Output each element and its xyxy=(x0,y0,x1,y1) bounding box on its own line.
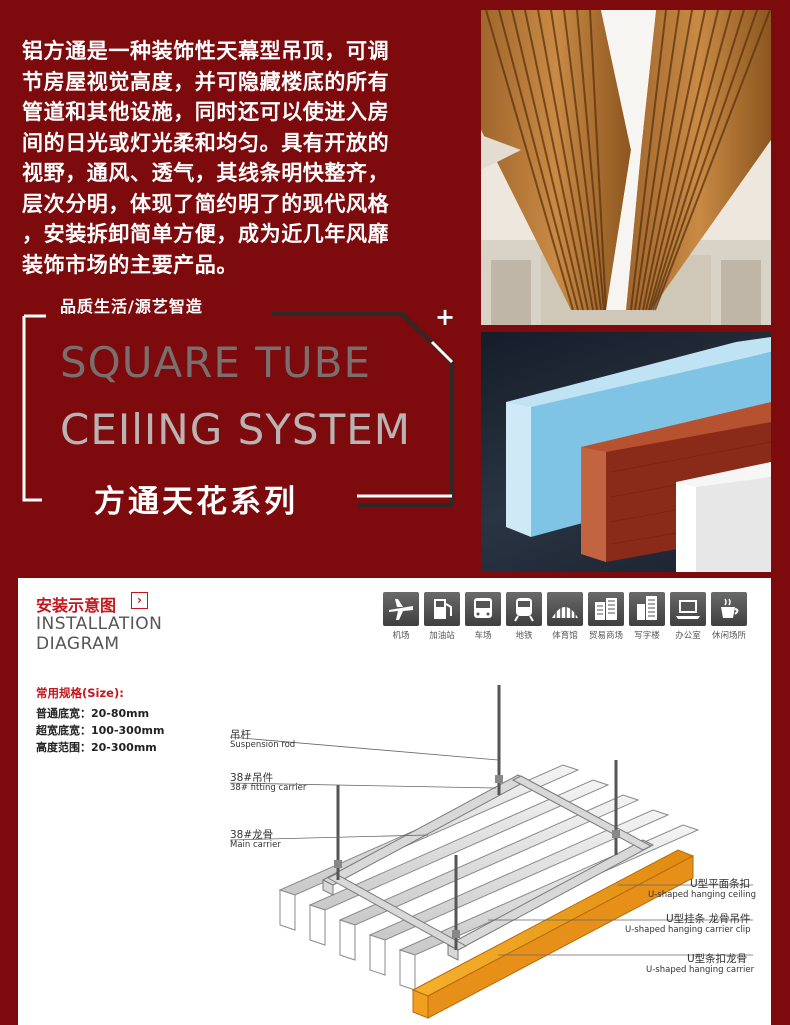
label-uceil-cn: U型平面条扣 xyxy=(690,878,751,890)
laptop-icon xyxy=(670,592,706,626)
hero-subtitle: 方通天花系列 xyxy=(82,476,310,521)
office-tower-icon xyxy=(629,592,665,626)
venue-label: 贸易商场 xyxy=(588,631,623,641)
intro-line: 视野，通风、透气，其线条明快整齐， xyxy=(22,161,390,185)
hero-title-line1: SQUARE TUBE xyxy=(60,338,372,387)
intro-line: 层次分明，体现了简约明了的现代风格 xyxy=(22,191,390,216)
label-ucarrier-cn: U型条扣龙骨 xyxy=(687,953,748,965)
tagline: 品质生活/源艺智造 xyxy=(56,293,207,317)
size-spec: 超宽底宽：100-300mm xyxy=(36,724,165,737)
installation-diagram xyxy=(18,680,771,1025)
intro-line: 管道和其他设施，同时还可以使进入房 xyxy=(22,100,390,124)
installation-title-cn: 安装示意图 xyxy=(36,596,117,615)
venue-label: 写字楼 xyxy=(634,631,660,641)
plus-icon: + xyxy=(435,303,456,331)
label-uclip-en: U-shaped hanging carrier clip xyxy=(625,925,751,935)
installation-title-en: DIAGRAM xyxy=(36,634,120,654)
metro-train-icon xyxy=(506,592,542,626)
venue-label: 车场 xyxy=(474,631,492,641)
label-uceil-en: U-shaped hanging ceiling xyxy=(648,890,757,900)
bus-icon xyxy=(465,592,501,626)
installation-panel xyxy=(18,578,771,1025)
stadium-icon xyxy=(547,592,583,626)
size-spec: 高度范围：20-300mm xyxy=(36,741,157,754)
u-carrier-orange xyxy=(411,849,695,1019)
title-frame xyxy=(22,300,462,515)
label-main-cn: 38#龙骨 xyxy=(230,829,274,841)
intro-line: 间的日光或灯光柔和均匀。具有开放的 xyxy=(22,130,390,155)
label-carrier38-cn: 38#吊件 xyxy=(230,772,274,784)
venue-label: 休闲场所 xyxy=(711,631,746,641)
fuel-pump-icon xyxy=(424,592,460,626)
label-rod-en: Suspension rod xyxy=(230,740,296,750)
mall-icon xyxy=(588,592,624,626)
tube-samples-photo xyxy=(481,332,771,572)
size-spec: 普通底宽：20-80mm xyxy=(36,707,150,720)
hero-title-line2: CEIlING SYSTEM xyxy=(60,405,412,454)
ceiling-photo xyxy=(481,10,771,325)
label-carrier38-en: 38# fitting carrier xyxy=(230,783,307,793)
venue-label: 体育馆 xyxy=(552,631,578,641)
label-rod-cn: 吊杆 xyxy=(230,729,251,741)
chevron-right-icon[interactable]: › xyxy=(131,592,148,609)
intro-line: ，安装拆卸简单方便，成为近几年风靡 xyxy=(22,222,390,246)
intro-line: 节房屋视觉高度，并可隐藏楼底的所有 xyxy=(22,69,390,94)
venue-label: 办公室 xyxy=(675,631,701,641)
label-ucarrier-en: U-shaped hanging carrier xyxy=(646,965,755,975)
installation-title-en: INSTALLATION xyxy=(36,614,163,634)
intro-line: 装饰市场的主要产品。 xyxy=(22,252,238,277)
intro-paragraph: 铝方通是一种装饰性天幕型吊顶，可调 节房屋视觉高度，并可隐藏楼底的所有 管道和其… xyxy=(22,36,452,280)
label-uclip-cn: U型挂条 龙骨吊件 xyxy=(666,913,751,925)
size-title: 常用规格(Size): xyxy=(36,686,124,700)
venue-label: 机场 xyxy=(392,631,410,641)
label-main-en: Main carrier xyxy=(230,840,281,850)
coffee-cup-icon xyxy=(711,592,747,626)
intro-line: 铝方通是一种装饰性天幕型吊顶，可调 xyxy=(22,39,390,63)
venue-label: 地铁 xyxy=(515,631,533,641)
venue-label: 加油站 xyxy=(429,631,455,641)
venue-icons: 机场 加油站 车场 地铁 体育馆 贸易商场 写字楼 办公室 休闲场所 xyxy=(383,592,763,642)
airplane-icon xyxy=(383,592,419,626)
